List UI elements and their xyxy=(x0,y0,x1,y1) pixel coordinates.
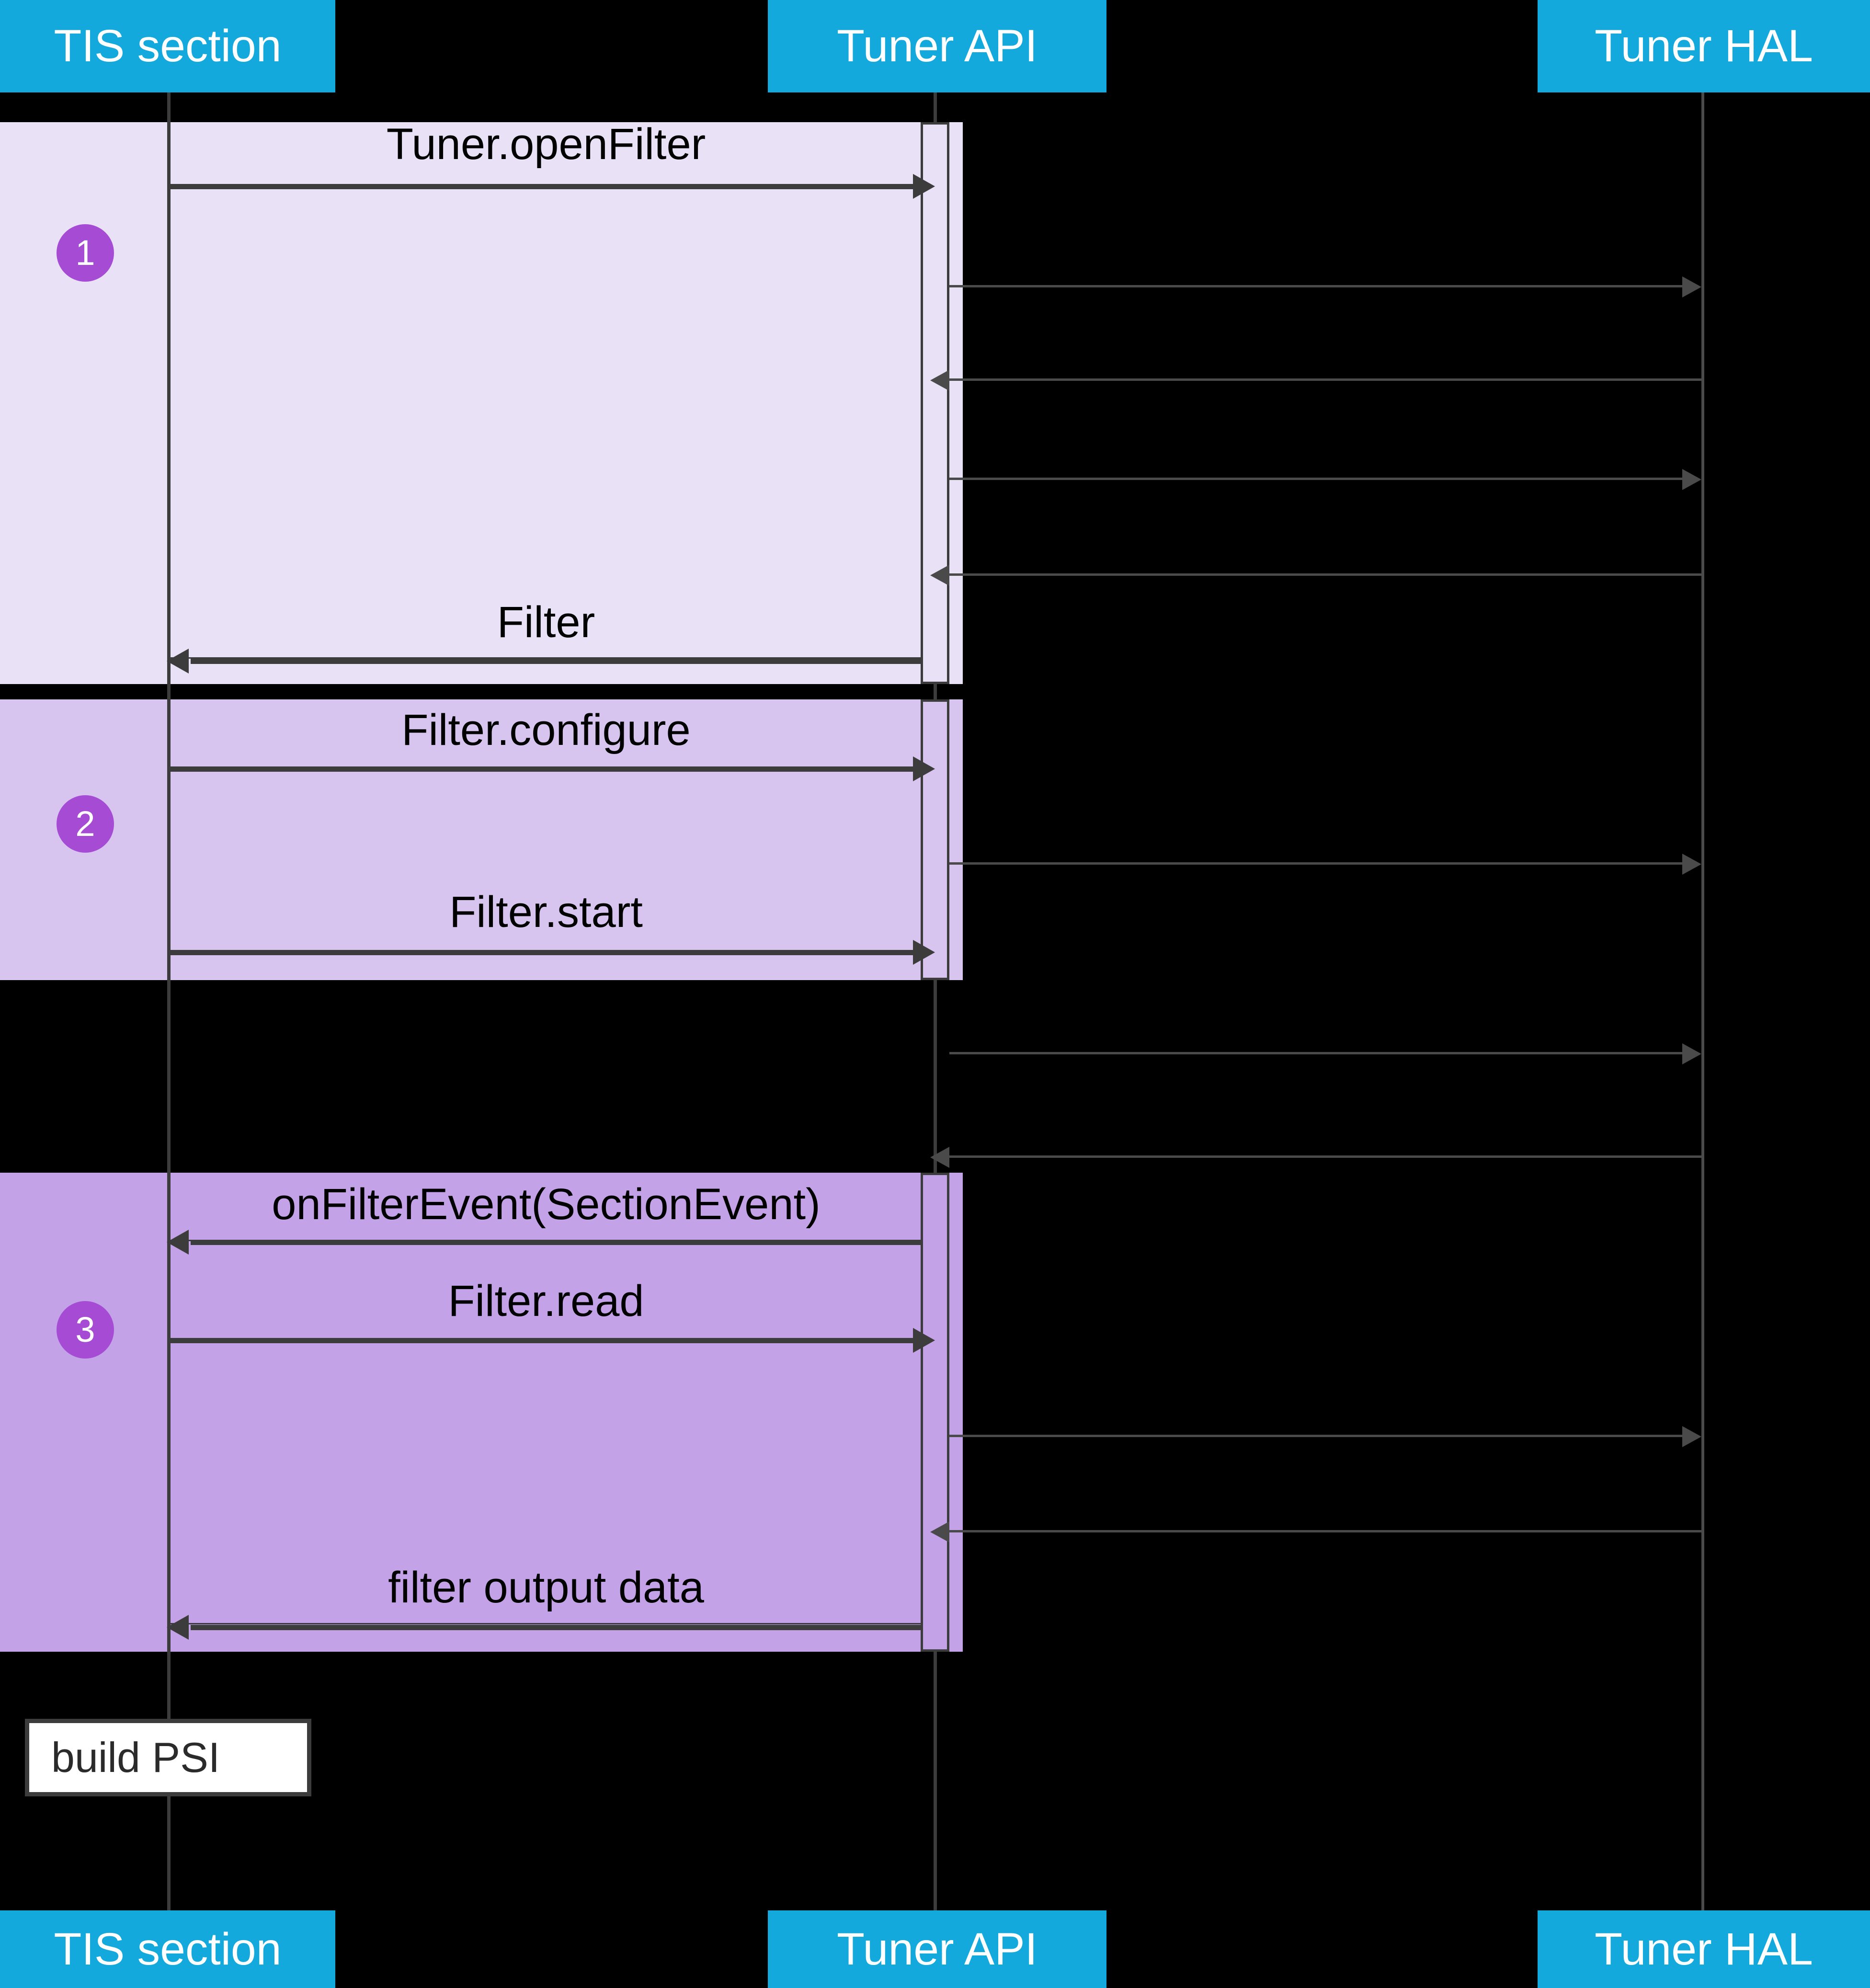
participant-header-tis-section-label: TIS section xyxy=(54,21,282,71)
message-divider-13 xyxy=(170,1338,922,1339)
message-line-api-to-hal-2 xyxy=(949,478,1682,480)
message-label-onfilterevent: onFilterEvent(SectionEvent) xyxy=(272,1180,821,1229)
phase-band-3 xyxy=(0,1173,963,1652)
message-line-api-to-hal-1 xyxy=(949,285,1682,287)
message-divider-16 xyxy=(170,1623,922,1624)
participant-footer-tuner-api-label: Tuner API xyxy=(837,1923,1038,1975)
step-badge-2-number: 2 xyxy=(75,804,95,844)
note-build-psi-label: build PSI xyxy=(51,1734,220,1781)
message-line-hal-to-api-3 xyxy=(949,1155,1703,1158)
note-build-psi: build PSI xyxy=(25,1719,311,1796)
lifeline-tuner-api xyxy=(934,92,937,1910)
message-label-filter-return: Filter xyxy=(497,598,595,647)
message-arrowhead-filter-output-data xyxy=(167,1615,189,1640)
message-line-filter-configure xyxy=(169,766,916,772)
message-label-tuner-openfilter: Tuner.openFilter xyxy=(386,120,706,169)
participant-header-tuner-hal[interactable]: Tuner HAL xyxy=(1538,0,1870,92)
activation-bar-api-phase1 xyxy=(921,122,949,684)
message-label-filter-start: Filter.start xyxy=(449,888,643,937)
message-divider-6 xyxy=(170,657,922,659)
message-arrowhead-hal-to-api-4 xyxy=(930,1521,949,1542)
message-line-hal-to-api-2 xyxy=(949,573,1703,576)
message-line-api-to-hal-3 xyxy=(949,862,1682,865)
participant-header-tuner-api[interactable]: Tuner API xyxy=(768,0,1106,92)
message-divider-7 xyxy=(170,766,922,768)
message-divider-12 xyxy=(170,1240,922,1241)
message-arrowhead-api-to-hal-5 xyxy=(1682,1426,1701,1447)
participant-header-tuner-hal-label: Tuner HAL xyxy=(1595,21,1813,71)
message-line-onfilterevent xyxy=(191,1240,923,1245)
message-label-filter-configure: Filter.configure xyxy=(401,706,691,754)
band-left-edge-2 xyxy=(167,699,170,980)
message-line-filter-read xyxy=(169,1338,916,1343)
message-arrowhead-filter-configure xyxy=(913,756,935,781)
participant-header-tis-section[interactable]: TIS section xyxy=(0,0,335,92)
participant-footer-tis-section-label: TIS section xyxy=(54,1923,282,1975)
message-arrowhead-hal-to-api-3 xyxy=(930,1147,949,1168)
message-arrowhead-filter-start xyxy=(913,940,935,965)
band-left-edge-1 xyxy=(167,122,170,684)
message-line-filter-output-data xyxy=(191,1625,923,1630)
participant-footer-tuner-hal[interactable]: Tuner HAL xyxy=(1538,1910,1870,1988)
message-arrowhead-filter-read xyxy=(913,1328,935,1353)
message-arrowhead-api-to-hal-3 xyxy=(1682,854,1701,875)
lifeline-tuner-hal xyxy=(1701,92,1704,1910)
message-arrowhead-api-to-hal-4 xyxy=(1682,1043,1701,1064)
message-line-hal-to-api-1 xyxy=(949,378,1703,381)
activation-bar-api-phase3 xyxy=(921,1173,949,1652)
participant-footer-tuner-api[interactable]: Tuner API xyxy=(768,1910,1106,1988)
message-arrowhead-filter-return xyxy=(167,649,189,674)
message-line-hal-to-api-4 xyxy=(949,1530,1703,1532)
message-label-filter-read: Filter.read xyxy=(448,1277,644,1325)
participant-footer-tis-section[interactable]: TIS section xyxy=(0,1910,335,1988)
step-badge-1-number: 1 xyxy=(75,233,95,273)
phase-band-2 xyxy=(0,699,963,980)
message-arrowhead-hal-to-api-1 xyxy=(930,370,949,391)
phase-band-1 xyxy=(0,122,963,684)
message-line-filter-start xyxy=(169,950,916,955)
activation-bar-api-phase2 xyxy=(921,699,949,980)
message-label-filter-output-data: filter output data xyxy=(388,1563,704,1612)
step-badge-3: 3 xyxy=(57,1301,114,1359)
message-divider-1 xyxy=(170,186,922,187)
message-line-api-to-hal-4 xyxy=(949,1052,1682,1054)
step-badge-2: 2 xyxy=(57,795,114,853)
message-line-filter-return xyxy=(191,659,923,664)
message-arrowhead-api-to-hal-1 xyxy=(1682,276,1701,297)
message-arrowhead-hal-to-api-2 xyxy=(930,565,949,586)
message-line-api-to-hal-5 xyxy=(949,1435,1682,1437)
step-badge-3-number: 3 xyxy=(75,1310,95,1349)
participant-header-tuner-api-label: Tuner API xyxy=(837,21,1038,71)
lifeline-tis-section xyxy=(167,92,171,1910)
message-arrowhead-api-to-hal-2 xyxy=(1682,469,1701,490)
message-arrowhead-onfilterevent xyxy=(167,1230,189,1255)
step-badge-1: 1 xyxy=(57,224,114,282)
band-left-edge-3 xyxy=(167,1173,170,1652)
participant-footer-tuner-hal-label: Tuner HAL xyxy=(1595,1923,1813,1975)
